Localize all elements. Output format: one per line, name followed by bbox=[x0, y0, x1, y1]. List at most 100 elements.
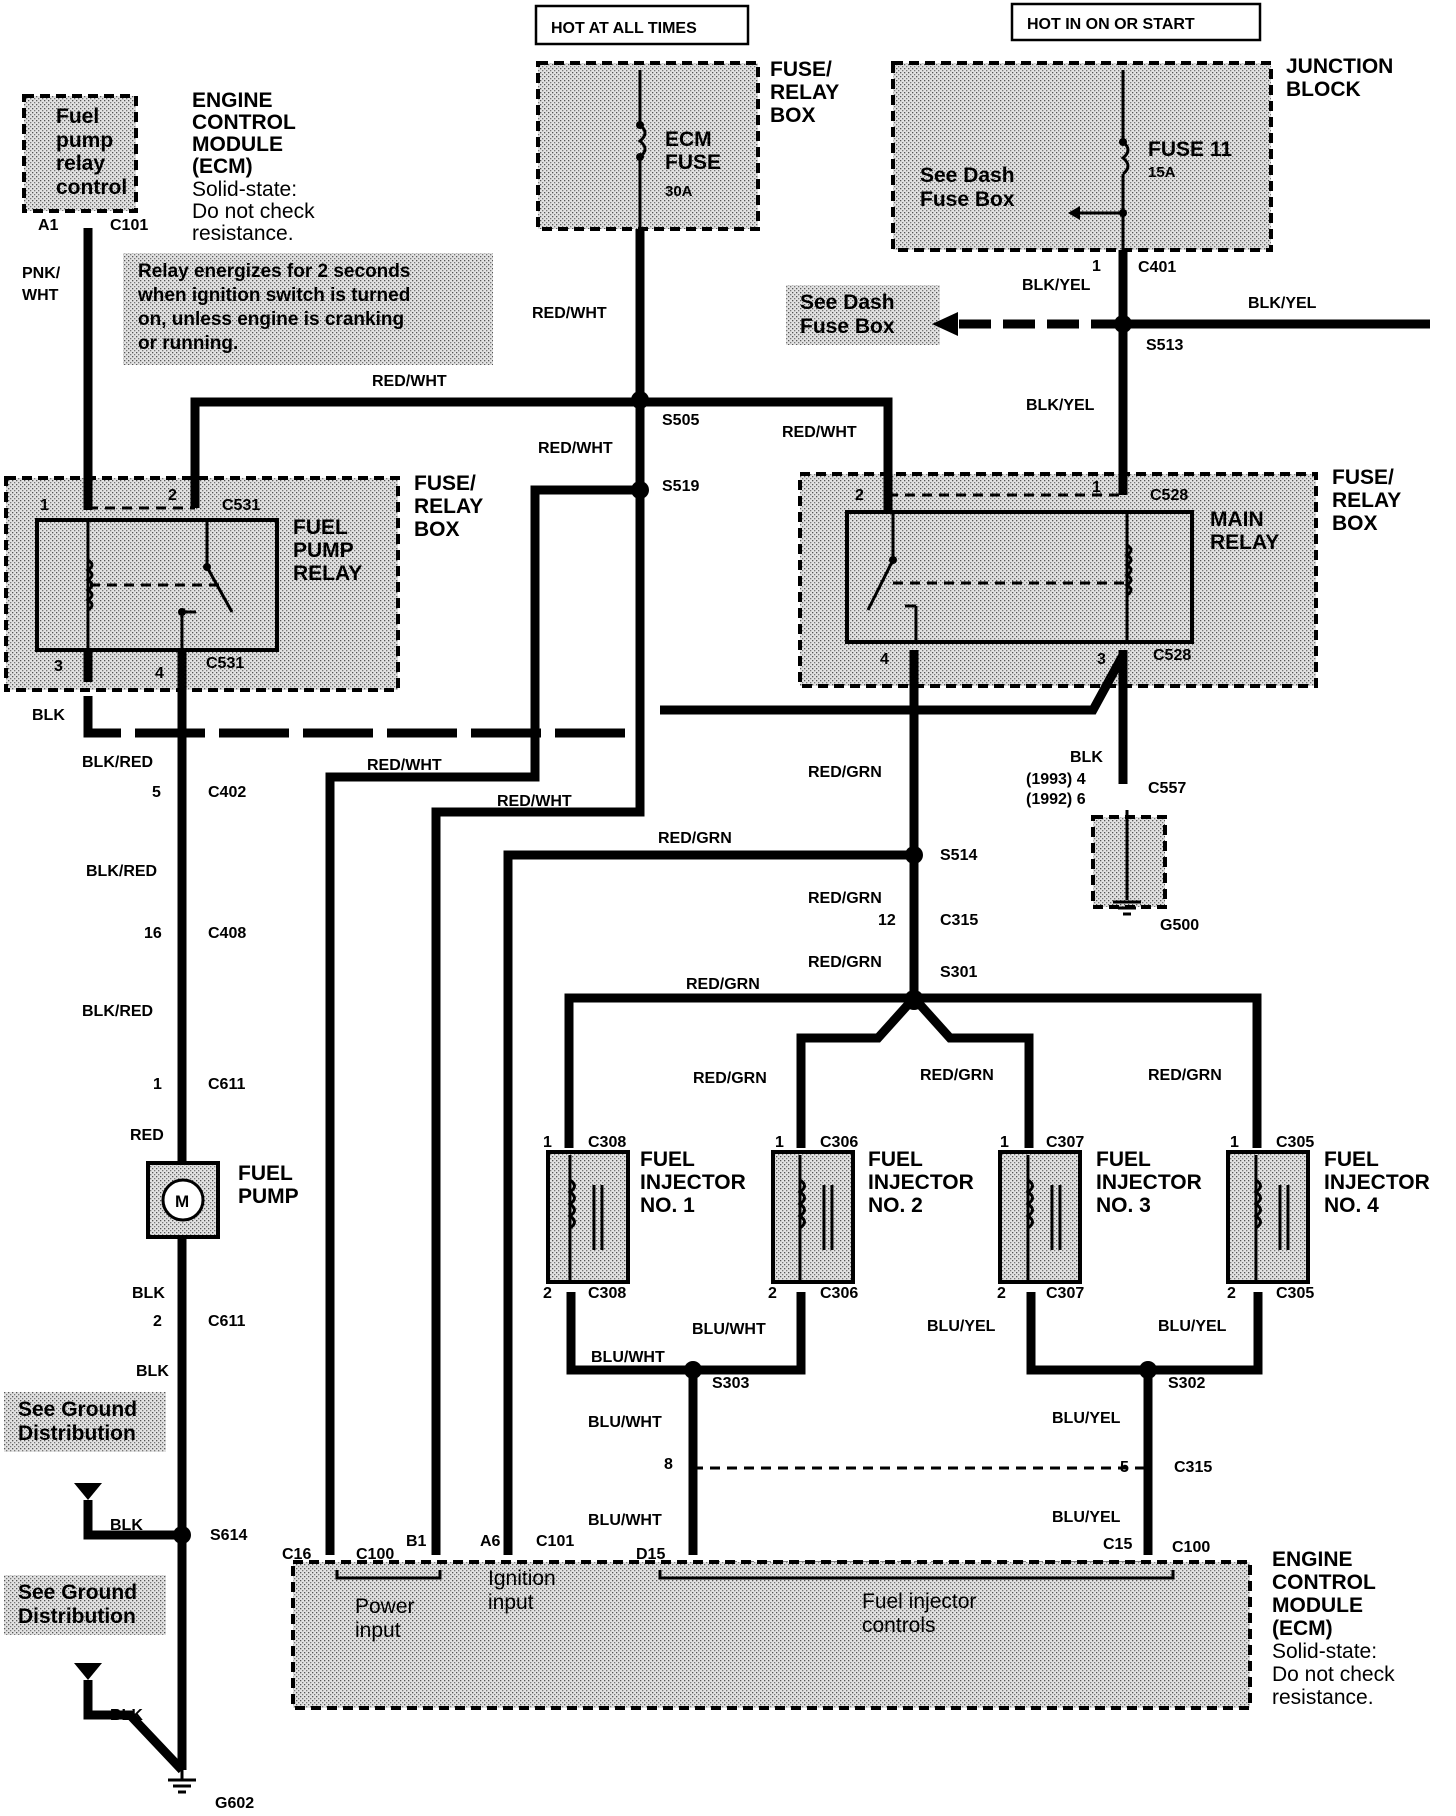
pin-12-c315: 12 bbox=[878, 912, 896, 929]
splice-s514: S514 bbox=[940, 847, 977, 864]
connector-c101-top: C101 bbox=[110, 217, 148, 234]
g500-box bbox=[1091, 815, 1167, 909]
connector-c308-top: C308 bbox=[588, 1134, 626, 1151]
pin-d15: D15 bbox=[636, 1546, 665, 1563]
wire-label-pnk-wht: PNK/WHT bbox=[22, 265, 61, 304]
wire-red-grn-inj3 bbox=[910, 994, 1034, 1148]
arrow-icon bbox=[932, 312, 958, 336]
connector-c315-2: C315 bbox=[1174, 1459, 1212, 1476]
see-ground-distribution-2-box bbox=[4, 1575, 166, 1635]
wire-label-red-wht-2: RED/WHT bbox=[372, 373, 447, 390]
wire-label-blu-wht-4: BLU/WHT bbox=[588, 1512, 662, 1529]
connector-c305-bottom: C305 bbox=[1276, 1285, 1314, 1302]
ground-icon-g602 bbox=[168, 1770, 196, 1794]
ecm-top-box bbox=[22, 94, 138, 213]
svg-text:M: M bbox=[175, 1192, 189, 1211]
connector-c531-top: C531 bbox=[222, 497, 260, 514]
connector-c408: C408 bbox=[208, 925, 246, 942]
connector-c611-1: C611 bbox=[208, 1076, 245, 1093]
wire-label-red-grn-7: RED/GRN bbox=[920, 1067, 994, 1084]
wire-label-blk-red-1: BLK/RED bbox=[82, 754, 153, 771]
pin-2-c308: 2 bbox=[543, 1285, 552, 1302]
pin-4-c528: 4 bbox=[880, 651, 889, 668]
connector-c101-bottom: C101 bbox=[536, 1533, 574, 1550]
hot-at-all-times-box bbox=[534, 4, 750, 46]
wire-label-red-wht-5: RED/WHT bbox=[367, 757, 442, 774]
splice-s303: S303 bbox=[712, 1375, 749, 1392]
wire-label-blk-2: BLK bbox=[132, 1285, 165, 1302]
blk-1992: (1992) 6 bbox=[1026, 791, 1086, 808]
wire-label-red-wht-6: RED/WHT bbox=[497, 793, 572, 810]
fuel-pump bbox=[146, 1161, 220, 1239]
main-relay bbox=[845, 510, 1194, 644]
wire-label-red-wht-3: RED/WHT bbox=[538, 440, 613, 457]
connector-c307-bottom: C307 bbox=[1046, 1285, 1084, 1302]
wire-label-blu-yel-2: BLU/YEL bbox=[1158, 1318, 1227, 1335]
connector-c528-bottom: C528 bbox=[1153, 647, 1191, 664]
wire-red-grn-inj4 bbox=[914, 993, 1262, 1148]
pin-3-c528: 3 bbox=[1097, 651, 1106, 668]
wire-label-blu-yel-3: BLU/YEL bbox=[1052, 1410, 1121, 1427]
wire-blk-g602 bbox=[83, 1680, 186, 1774]
fuse11-label: FUSE 11 bbox=[1148, 138, 1232, 161]
see-ground-distribution-1-box bbox=[4, 1392, 166, 1452]
wire-label-blk-red-3: BLK/RED bbox=[82, 1003, 153, 1020]
splice-s505: S505 bbox=[662, 412, 699, 429]
connector-c308-bottom: C308 bbox=[588, 1285, 626, 1302]
fuse-icon-ecm bbox=[637, 70, 647, 229]
pin-4-c531: 4 bbox=[155, 665, 164, 682]
wire-label-blk-red-2: BLK/RED bbox=[86, 863, 157, 880]
ground-arrow-icon-1 bbox=[74, 1483, 102, 1500]
pin-1-c528: 1 bbox=[1092, 479, 1101, 496]
wire-label-blk-5: BLK bbox=[110, 1707, 143, 1724]
wire-label-blu-yel-4: BLU/YEL bbox=[1052, 1509, 1121, 1526]
wire-label-blu-wht-1: BLU/WHT bbox=[692, 1321, 766, 1338]
pin-3-c531: 3 bbox=[54, 658, 63, 675]
pin-2-c307: 2 bbox=[997, 1285, 1006, 1302]
splice-s513: S513 bbox=[1146, 337, 1183, 354]
wire-label-blk-6: BLK bbox=[1070, 749, 1103, 766]
wire-red-grn-a6 bbox=[503, 850, 914, 1555]
wire-red-wht-b1 bbox=[431, 490, 645, 1555]
junction-block bbox=[891, 61, 1273, 252]
hot-at-all-times-label: HOT AT ALL TIMES bbox=[551, 20, 697, 37]
wire-label-blk-4: BLK bbox=[110, 1517, 143, 1534]
wire-label-red-wht-4: RED/WHT bbox=[782, 424, 857, 441]
wire-label-red-grn-6: RED/GRN bbox=[693, 1070, 767, 1087]
wire-label-red-grn-2: RED/GRN bbox=[658, 830, 732, 847]
relay-note-box bbox=[123, 253, 493, 365]
injector-1 bbox=[546, 1150, 630, 1284]
wire-label-red-grn-8: RED/GRN bbox=[1148, 1067, 1222, 1084]
wire-label-blk-yel-1: BLK/YEL bbox=[1022, 277, 1091, 294]
wire-label-red-grn-4: RED/GRN bbox=[808, 954, 882, 971]
wire-red-grn-inj2 bbox=[796, 994, 918, 1148]
connector-c402: C402 bbox=[208, 784, 246, 801]
fuse11-amp: 15A bbox=[1148, 164, 1176, 181]
wire-red-wht-c16 bbox=[325, 485, 640, 1555]
connector-c557: C557 bbox=[1148, 780, 1186, 797]
blk-1993: (1993) 4 bbox=[1026, 771, 1086, 788]
pin-2-c531: 2 bbox=[168, 487, 177, 504]
wire-label-blk-3: BLK bbox=[136, 1363, 169, 1380]
pin-2-c306: 2 bbox=[768, 1285, 777, 1302]
pin-1-c401: 1 bbox=[1092, 258, 1101, 275]
pin-a6: A6 bbox=[480, 1533, 501, 1550]
injector-2 bbox=[771, 1150, 855, 1284]
wire-blk-s614 bbox=[83, 1500, 182, 1540]
pin-b1: B1 bbox=[406, 1533, 427, 1550]
